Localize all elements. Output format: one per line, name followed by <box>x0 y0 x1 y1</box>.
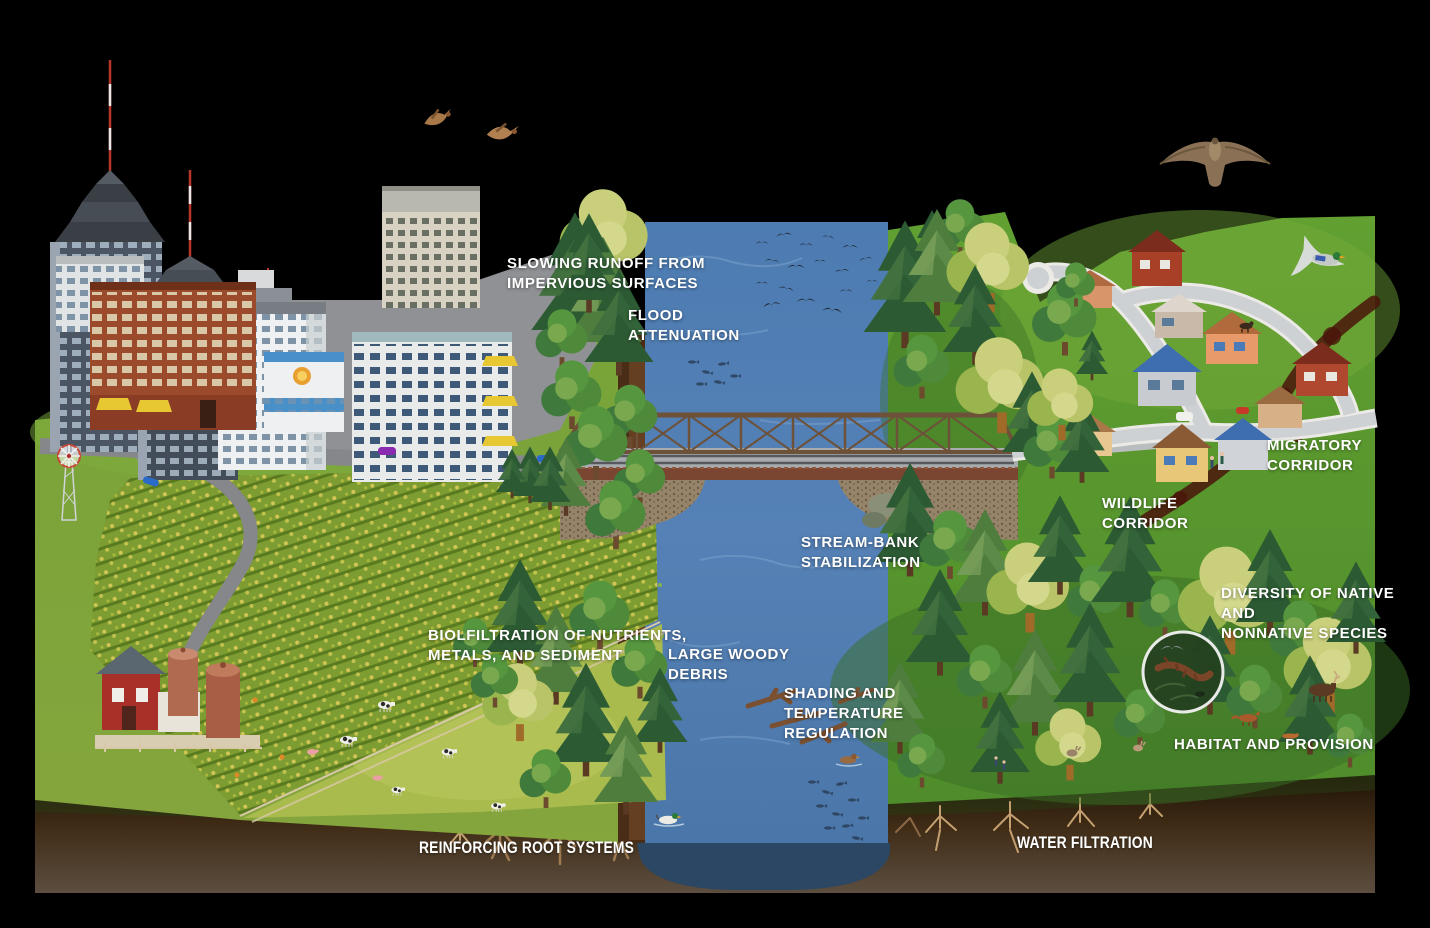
salamander-icon <box>1154 656 1214 682</box>
dog-icon <box>1239 321 1254 333</box>
house <box>1152 424 1212 482</box>
label-stream-bank-stabilization: STREAM-BANK STABILIZATION <box>801 534 921 571</box>
magnifier-circle-icon <box>1141 630 1225 714</box>
label-migratory-corridor: MIGRATORY CORRIDOR <box>1267 437 1363 474</box>
brick-building <box>90 282 256 430</box>
windmill-icon <box>57 444 81 521</box>
pasture-animals <box>234 697 506 813</box>
label-diversity-species: DIVERSITY OF NATIVE AND NONNATIVE SPECIE… <box>1221 585 1395 642</box>
mallard-swimming-icon <box>653 813 685 827</box>
weasel-icon <box>1282 733 1299 739</box>
house <box>1151 294 1207 338</box>
label-biofiltration: BIOLFILTRATION OF NUTRIENTS, METALS, AND… <box>428 627 687 664</box>
house <box>1214 418 1272 470</box>
large-woody-debris-logs <box>745 687 874 745</box>
farm-silos <box>168 647 240 738</box>
van <box>1176 412 1193 421</box>
pasture-fence <box>239 621 667 823</box>
red-car <box>1236 407 1249 414</box>
hare-icon <box>1066 745 1082 757</box>
deer-icon <box>1309 670 1341 702</box>
house <box>1254 386 1306 428</box>
label-slowing-runoff: SLOWING RUNOFF FROM IMPERVIOUS SURFACES <box>507 255 706 292</box>
white-apartment <box>352 332 518 482</box>
gray-bird-icon <box>1160 645 1184 650</box>
apartment-tower-beige <box>382 186 480 308</box>
label-water-filtration: WATER FILTRATION <box>1017 834 1153 852</box>
rabbit-icon <box>1133 740 1147 752</box>
city-buildings <box>50 60 518 482</box>
label-flood-attenuation: FLOOD ATTENUATION <box>628 307 740 344</box>
house <box>1292 342 1352 396</box>
label-wildlife-corridor: WILDLIFE CORRIDOR <box>1102 495 1189 532</box>
house <box>1128 230 1186 286</box>
brown-duck-icon <box>835 753 863 767</box>
eagle-icon <box>1159 137 1271 187</box>
forest-wildlife <box>1066 321 1341 757</box>
label-habitat-provision: HABITAT AND PROVISION <box>1174 736 1374 753</box>
people <box>994 452 1224 770</box>
flying-ducks-icon <box>424 108 519 140</box>
house <box>1132 344 1202 406</box>
riverbed-cross-section <box>637 843 890 890</box>
label-reinforcing-roots: REINFORCING ROOT SYSTEMS <box>419 839 635 857</box>
label-shading-temperature: SHADING AND TEMPERATURE REGULATION <box>784 685 904 742</box>
fox-icon <box>1230 711 1260 726</box>
diner-building <box>264 352 344 432</box>
label-large-woody-debris: LARGE WOODY DEBRIS <box>668 646 790 683</box>
mallard-flying-icon <box>1290 235 1346 276</box>
